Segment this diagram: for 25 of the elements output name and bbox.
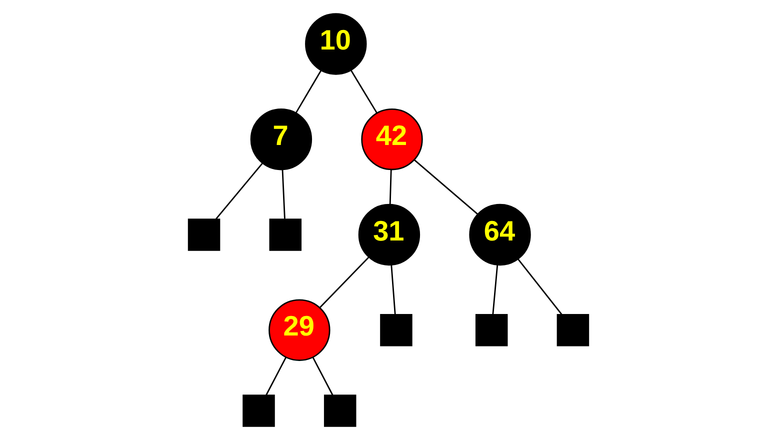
- node-box: [474, 314, 508, 346]
- connector: [312, 357, 333, 396]
- connector: [388, 170, 392, 204]
- node-circle: 64: [468, 204, 530, 266]
- connector: [215, 162, 263, 220]
- node-box: [268, 218, 302, 251]
- connector: [516, 258, 562, 315]
- node-circle: 42: [360, 108, 422, 170]
- connector: [318, 256, 369, 308]
- node-circle: 31: [358, 204, 420, 266]
- node-box: [187, 218, 220, 251]
- connector: [390, 264, 396, 314]
- node-box: [380, 314, 412, 346]
- node-box: [242, 394, 274, 427]
- connector: [350, 70, 378, 114]
- connector: [413, 159, 478, 215]
- connector: [492, 264, 498, 314]
- node-box: [556, 314, 589, 346]
- connector: [265, 357, 286, 396]
- node-box: [323, 394, 356, 427]
- node-circle: 10: [304, 13, 366, 75]
- node-circle: 7: [250, 108, 312, 170]
- connector: [281, 170, 285, 219]
- node-circle: 29: [268, 299, 330, 361]
- connector: [295, 70, 322, 114]
